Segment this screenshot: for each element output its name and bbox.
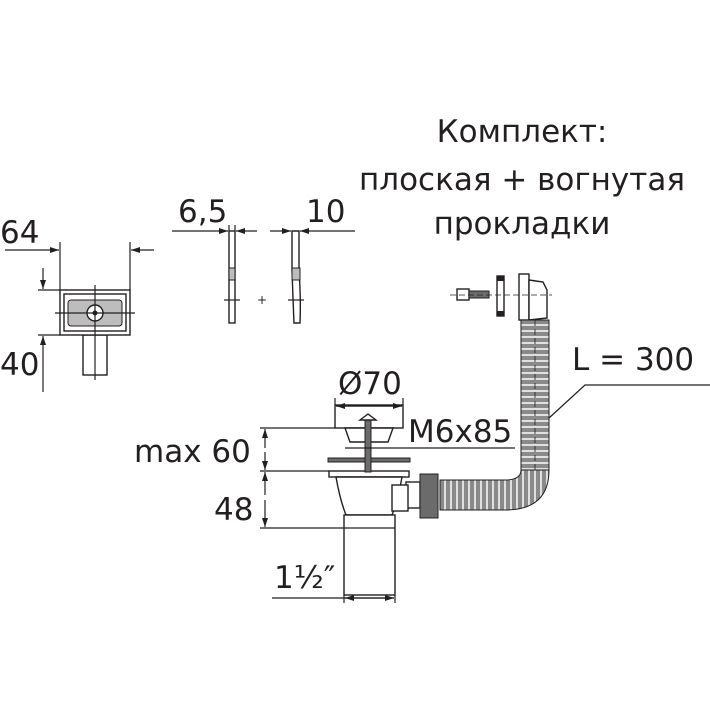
concave-gasket: 10	[270, 194, 355, 324]
strainer: Ø70	[334, 366, 404, 443]
kit-note-line3: прокладки	[434, 206, 611, 242]
max-thickness-label: max 60	[134, 434, 251, 470]
flat-gasket-label: 6,5	[178, 194, 227, 230]
corrugated-hose	[439, 319, 550, 511]
flat-gasket: 6,5	[172, 194, 257, 324]
concave-gasket-label: 10	[306, 194, 345, 230]
overflow-screw	[456, 288, 490, 301]
overflow-width-label: 64	[0, 215, 39, 251]
overflow-height-label: 40	[0, 347, 39, 383]
dimension-overflow-height: 40	[0, 268, 60, 392]
overflow-head	[450, 273, 552, 321]
plus-sign: +	[257, 293, 267, 307]
kit-note-line2: плоская + вогнутая	[359, 162, 685, 198]
drain-body	[327, 457, 411, 596]
hose-nut	[405, 473, 439, 519]
dimension-max-thickness: max 60	[134, 427, 335, 472]
outlet-thread-label: 1½″	[274, 560, 335, 596]
bolt: M6x85	[345, 413, 515, 473]
body-height-label: 48	[214, 492, 253, 528]
overflow-front-view	[55, 285, 135, 380]
kit-note-line1: Комплект:	[437, 114, 608, 150]
dimension-outlet-thread: 1½″	[272, 560, 396, 603]
hose-length-label: L = 300	[572, 342, 694, 378]
dimension-overflow-width: 64	[0, 215, 154, 290]
dimension-body-height: 48	[214, 472, 344, 529]
bolt-label: M6x85	[408, 414, 512, 450]
strainer-diameter-label: Ø70	[338, 366, 402, 402]
overflow-washer	[496, 275, 505, 317]
hose-length-leader: L = 300	[548, 342, 710, 419]
